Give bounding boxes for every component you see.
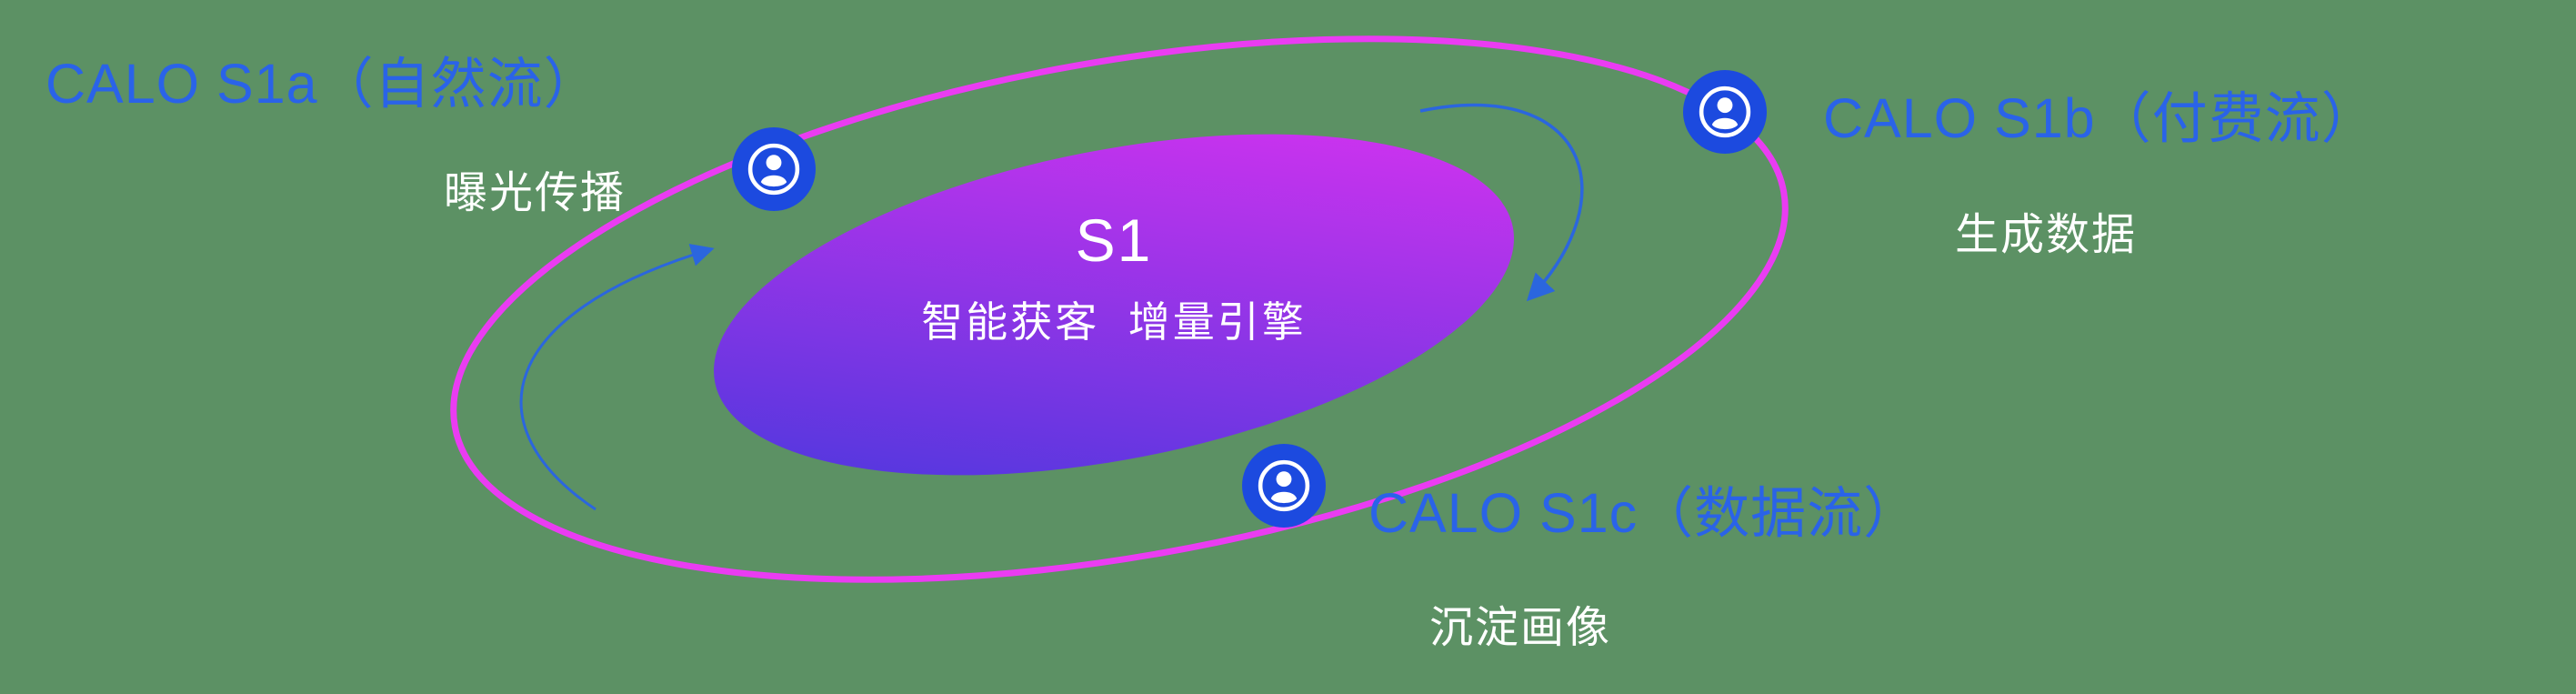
curved-arrow-right: [1419, 103, 1584, 302]
core-subtitle: 智能获客 增量引擎: [921, 298, 1307, 346]
node-sublabel-s1a: 曝光传播: [444, 169, 626, 217]
node-sublabel-s1c: 沉淀画像: [1429, 604, 1612, 652]
core-label: S1 智能获客 增量引擎: [750, 206, 1478, 349]
curved-arrow-left: [519, 244, 715, 511]
node-icon-s1c: [1242, 444, 1326, 528]
core-title: S1: [1075, 206, 1153, 274]
user-circle-icon: [732, 127, 816, 211]
node-sublabel-s1b: 生成数据: [1955, 211, 2138, 259]
node-icon-s1b: [1683, 70, 1767, 154]
node-label-s1a: CALO S1a（自然流）: [45, 53, 600, 115]
orbit-ring: [450, 35, 1789, 583]
user-circle-icon: [1683, 70, 1767, 154]
core-ellipse: [714, 134, 1514, 476]
user-circle-icon: [1242, 444, 1326, 528]
node-icon-s1a: [732, 127, 816, 211]
node-label-s1b: CALO S1b（付费流）: [1823, 87, 2378, 149]
node-label-s1c: CALO S1c（数据流）: [1368, 482, 1920, 544]
